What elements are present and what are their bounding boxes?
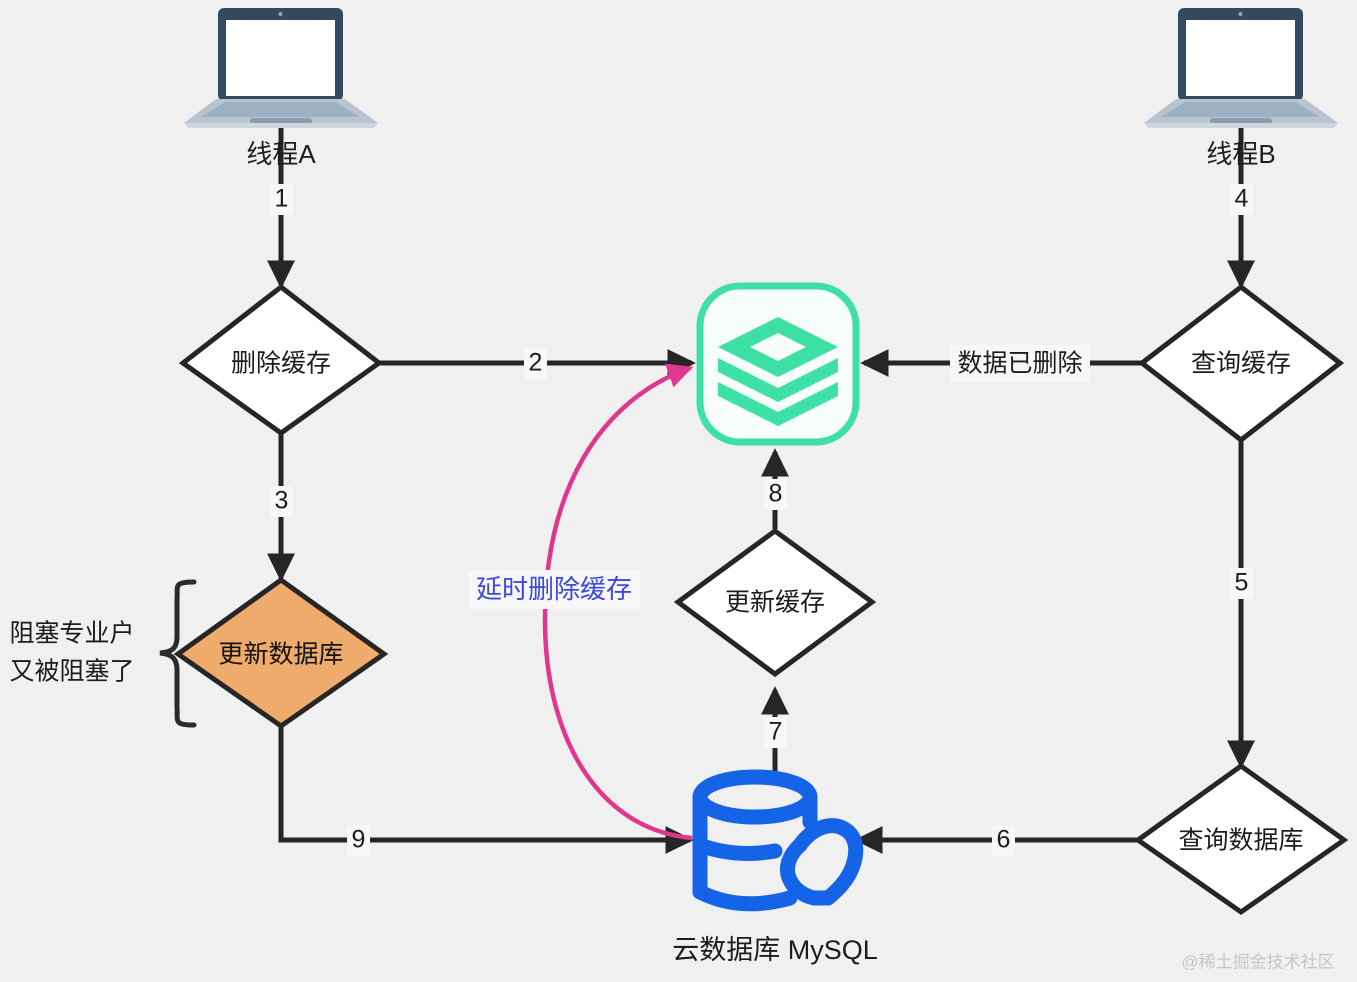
node-query-db[interactable]: 查询数据库	[1133, 762, 1349, 916]
edge-9: 9	[278, 725, 694, 856]
edge-data-deleted: 数据已删除	[860, 345, 1144, 382]
edge-1-label: 1	[275, 185, 289, 213]
edge-6-label: 6	[997, 826, 1011, 854]
edge-2: 2	[378, 348, 696, 379]
blocking-annotation: 阻塞专业户 又被阻塞了	[9, 579, 197, 728]
edge-4: 4	[1227, 122, 1255, 289]
node-update-cache-label: 更新缓存	[725, 589, 825, 617]
actor-thread-b-label: 线程B	[1206, 139, 1275, 169]
edge-9-label: 9	[352, 826, 366, 854]
edge-8-label-bg	[764, 479, 787, 510]
blocking-annotation-line2: 又被阻塞了	[9, 658, 134, 686]
curly-brace-icon	[159, 579, 197, 728]
mysql-store[interactable]: 云数据库 MySQL	[672, 769, 878, 965]
edge-3: 3	[267, 433, 295, 582]
node-query-cache-label: 查询缓存	[1191, 350, 1291, 378]
delayed-delete-curve-path	[542, 363, 694, 841]
edge-3-label: 3	[275, 487, 289, 515]
edge-data-deleted-label: 数据已删除	[957, 350, 1082, 378]
delayed-delete-label-bg	[469, 570, 640, 609]
edge-9-line	[278, 725, 694, 854]
edge-7-label: 7	[769, 718, 783, 746]
node-update-db[interactable]: 更新数据库	[173, 576, 389, 730]
actor-thread-a[interactable]: 线程A	[184, 8, 378, 169]
node-query-cache-shape[interactable]	[1137, 283, 1345, 444]
edge-9-label-bg	[347, 825, 370, 856]
node-delete-cache-label: 删除缓存	[231, 350, 331, 378]
edge-6: 6	[854, 825, 1144, 856]
watermark: @稀土掘金技术社区	[1181, 952, 1334, 971]
edge-6-label-bg	[992, 825, 1015, 856]
edge-8-label: 8	[769, 480, 783, 508]
node-update-cache-shape[interactable]	[673, 527, 877, 678]
node-delete-cache-shape[interactable]	[178, 283, 384, 437]
delayed-delete-label: 延时删除缓存	[476, 574, 632, 604]
edge-1-label-bg	[270, 184, 293, 215]
mysql-store-caption: 云数据库 MySQL	[672, 935, 878, 965]
edge-5-label: 5	[1235, 569, 1249, 597]
edge-4-label-bg	[1230, 184, 1253, 215]
node-delete-cache[interactable]: 删除缓存	[178, 283, 384, 437]
actor-thread-b[interactable]: 线程B	[1144, 8, 1338, 169]
blocking-annotation-line1: 阻塞专业户	[9, 620, 134, 648]
edge-5: 5	[1227, 440, 1255, 769]
edge-2-label-bg	[524, 348, 547, 379]
edge-data-deleted-label-bg	[950, 345, 1090, 382]
delayed-delete-curve: 延时删除缓存	[469, 363, 694, 841]
edge-3-label-bg	[270, 486, 293, 517]
node-query-db-label: 查询数据库	[1178, 827, 1303, 855]
cache-stack-icon	[718, 317, 838, 426]
node-query-db-shape[interactable]	[1133, 762, 1349, 916]
node-update-db-label: 更新数据库	[218, 641, 343, 669]
cache-store[interactable]	[696, 282, 860, 446]
edge-5-label-bg	[1230, 568, 1253, 599]
laptop-icon[interactable]	[184, 8, 378, 128]
edge-7-label-bg	[764, 717, 787, 748]
edge-8: 8	[761, 448, 789, 529]
node-query-cache[interactable]: 查询缓存	[1137, 283, 1345, 444]
actor-thread-a-label: 线程A	[246, 139, 316, 169]
edge-7: 7	[761, 686, 789, 775]
edge-2-label: 2	[529, 349, 543, 377]
laptop-icon[interactable]	[1144, 8, 1338, 128]
edge-4-label: 4	[1235, 185, 1249, 213]
edge-1: 1	[267, 122, 295, 289]
node-update-db-shape[interactable]	[173, 576, 389, 730]
mysql-database-icon[interactable]	[692, 769, 864, 912]
node-update-cache[interactable]: 更新缓存	[673, 527, 877, 678]
